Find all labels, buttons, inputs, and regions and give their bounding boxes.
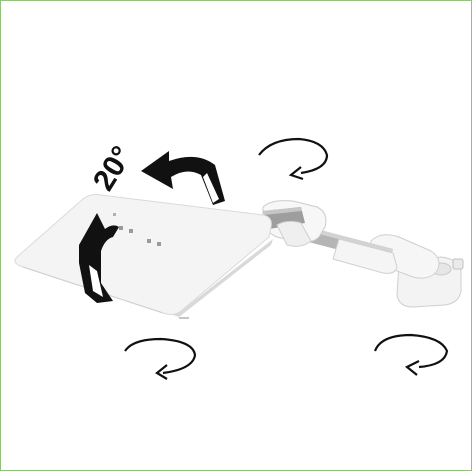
tablet-tray (15, 195, 273, 320)
rotate-arm-icon (375, 335, 447, 375)
mount-arm (263, 201, 463, 307)
rotate-counterclockwise-icon (125, 339, 195, 379)
rotate-clockwise-icon (259, 139, 327, 179)
